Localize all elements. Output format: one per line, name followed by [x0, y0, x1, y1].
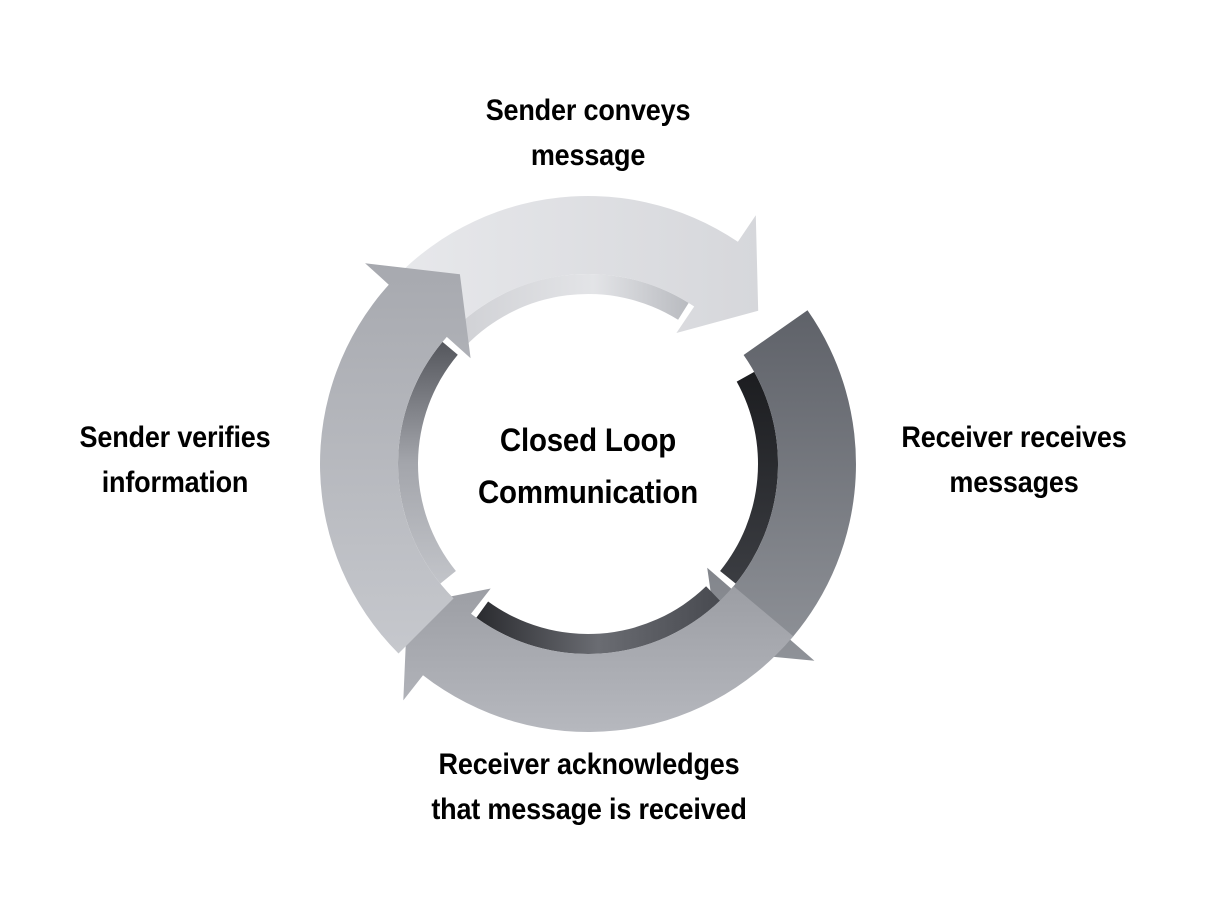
arrow-sender-verifies-body	[319, 263, 471, 654]
step-sender-verifies-line1: Sender verifies	[79, 421, 271, 454]
arrow-sender-verifies-inner-face	[398, 341, 458, 584]
step-sender-conveys-line1: Sender conveys	[485, 94, 691, 127]
step-sender-conveys: Sender conveys message	[453, 88, 723, 178]
arrow-receiver-receives	[707, 310, 856, 661]
step-receiver-acknowledges-line2: that message is received	[431, 793, 747, 826]
center-title-line1: Closed Loop	[499, 422, 677, 458]
arrow-sender-verifies	[319, 263, 471, 654]
arrow-receiver-acknowledges-inner-face	[476, 586, 720, 655]
center-title: Closed Loop Communication	[450, 414, 726, 518]
center-title-line2: Communication	[477, 474, 699, 510]
arrow-sender-conveys	[376, 195, 759, 347]
step-sender-verifies: Sender verifies information	[67, 415, 283, 505]
step-receiver-receives-line1: Receiver receives	[901, 421, 1127, 454]
step-receiver-receives: Receiver receives messages	[888, 415, 1140, 505]
arrow-receiver-acknowledges	[403, 586, 794, 733]
arrow-receiver-receives-body	[707, 310, 856, 661]
step-sender-verifies-line2: information	[101, 466, 249, 499]
step-receiver-receives-line2: messages	[949, 466, 1079, 499]
step-receiver-acknowledges: Receiver acknowledges that message is re…	[423, 742, 756, 832]
arrow-receiver-receives-inner-face	[720, 371, 779, 584]
arrow-sender-conveys-body	[376, 195, 759, 347]
step-receiver-acknowledges-line1: Receiver acknowledges	[438, 748, 740, 781]
arrow-receiver-acknowledges-body	[403, 586, 794, 733]
step-sender-conveys-line2: message	[530, 139, 646, 172]
arrow-sender-conveys-inner-face	[451, 273, 689, 346]
